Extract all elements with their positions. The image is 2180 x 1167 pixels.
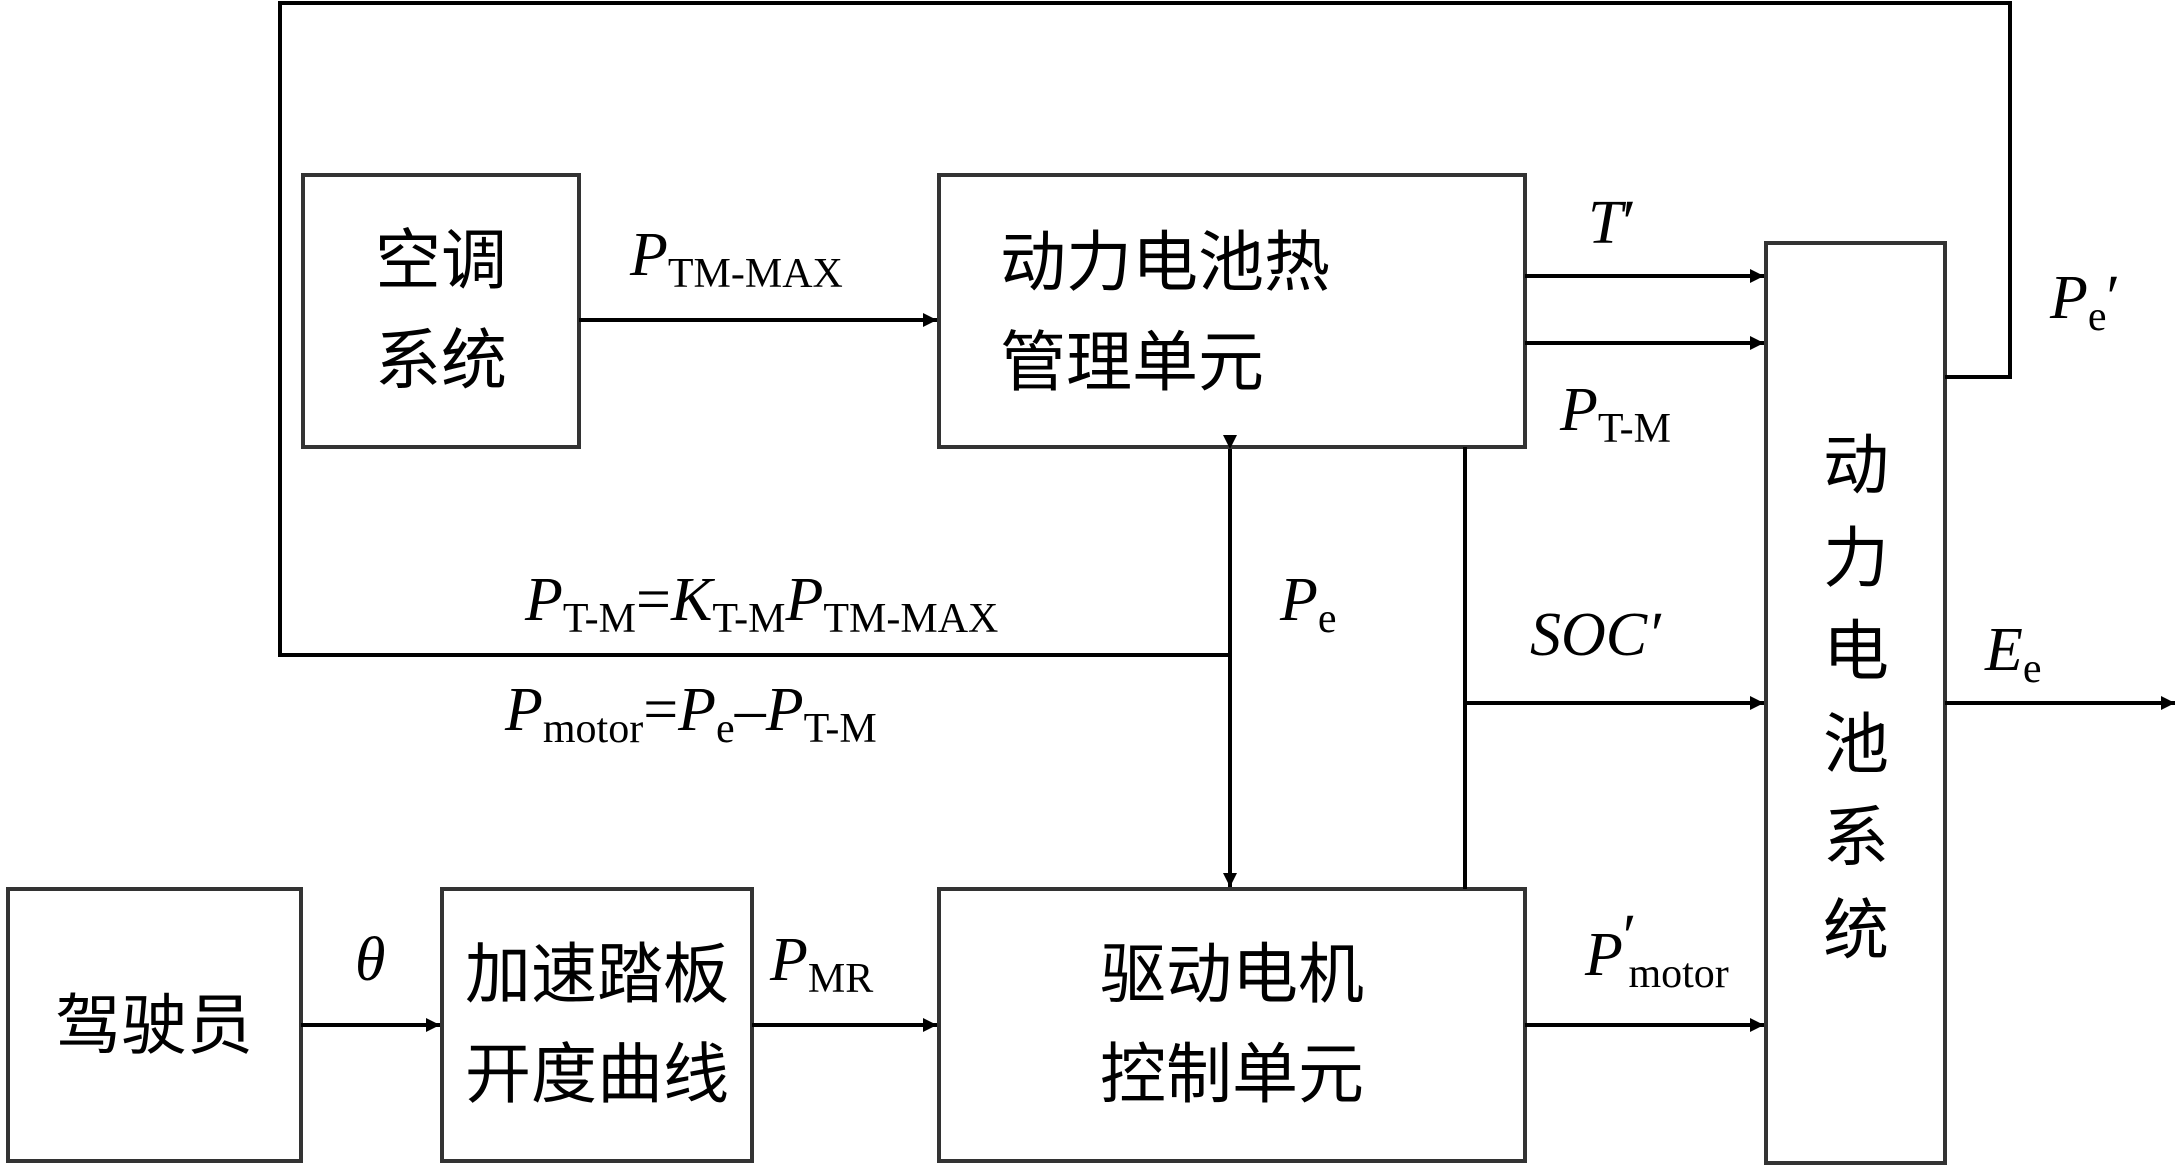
thermal-line-1: 动力电池热 (1000, 224, 1330, 301)
label-p-tm-max: PTM-MAX (629, 221, 843, 297)
feedback-loop-pe-prime (278, 1, 2012, 657)
block-thermal-management: 动力电池热 管理单元 (937, 173, 1527, 449)
pedal-line-2: 开度曲线 (465, 1036, 729, 1113)
label-t-prime: T′ (1588, 189, 1636, 257)
battery-char-6: 统 (1823, 892, 1889, 969)
block-pedal-curve: 加速踏板 开度曲线 (440, 887, 754, 1163)
battery-char-5: 系 (1823, 799, 1889, 876)
label-soc-prime: SOC′ (1530, 601, 1662, 669)
pedal-line-1: 加速踏板 (465, 936, 729, 1013)
aircon-line-1: 空调 (375, 222, 507, 299)
label-pe: Pe (1279, 566, 1337, 642)
driver-label: 驾驶员 (55, 987, 253, 1064)
aircon-line-2: 系统 (375, 322, 507, 399)
label-ee: Ee (1984, 616, 2042, 692)
motor-ctrl-line-2: 控制单元 (1100, 1036, 1364, 1113)
block-aircon: 空调 系统 (301, 173, 581, 449)
battery-char-4: 池 (1823, 706, 1889, 783)
label-ptm-equation: PT-M=KT-MPTM-MAX (524, 566, 998, 642)
block-driver: 驾驶员 (6, 887, 303, 1163)
battery-char-2: 力 (1823, 520, 1889, 597)
label-theta: θ (355, 926, 385, 994)
label-pmotor-prime: P′motor (1584, 903, 1729, 997)
block-motor-controller: 驱动电机 控制单元 (937, 887, 1527, 1163)
thermal-line-2: 管理单元 (1000, 324, 1264, 401)
block-battery-system: 动 力 电 池 系 统 (1764, 241, 1947, 1165)
motor-ctrl-line-1: 驱动电机 (1100, 936, 1364, 1013)
label-pmotor-equation: Pmotor=Pe–PT-M (504, 676, 877, 752)
battery-char-1: 动 (1823, 427, 1889, 504)
battery-char-3: 电 (1823, 613, 1889, 690)
label-p-mr: PMR (769, 926, 873, 1002)
label-p-t-m: PT-M (1559, 376, 1671, 452)
label-pe-prime: Pe′ (2049, 264, 2120, 340)
